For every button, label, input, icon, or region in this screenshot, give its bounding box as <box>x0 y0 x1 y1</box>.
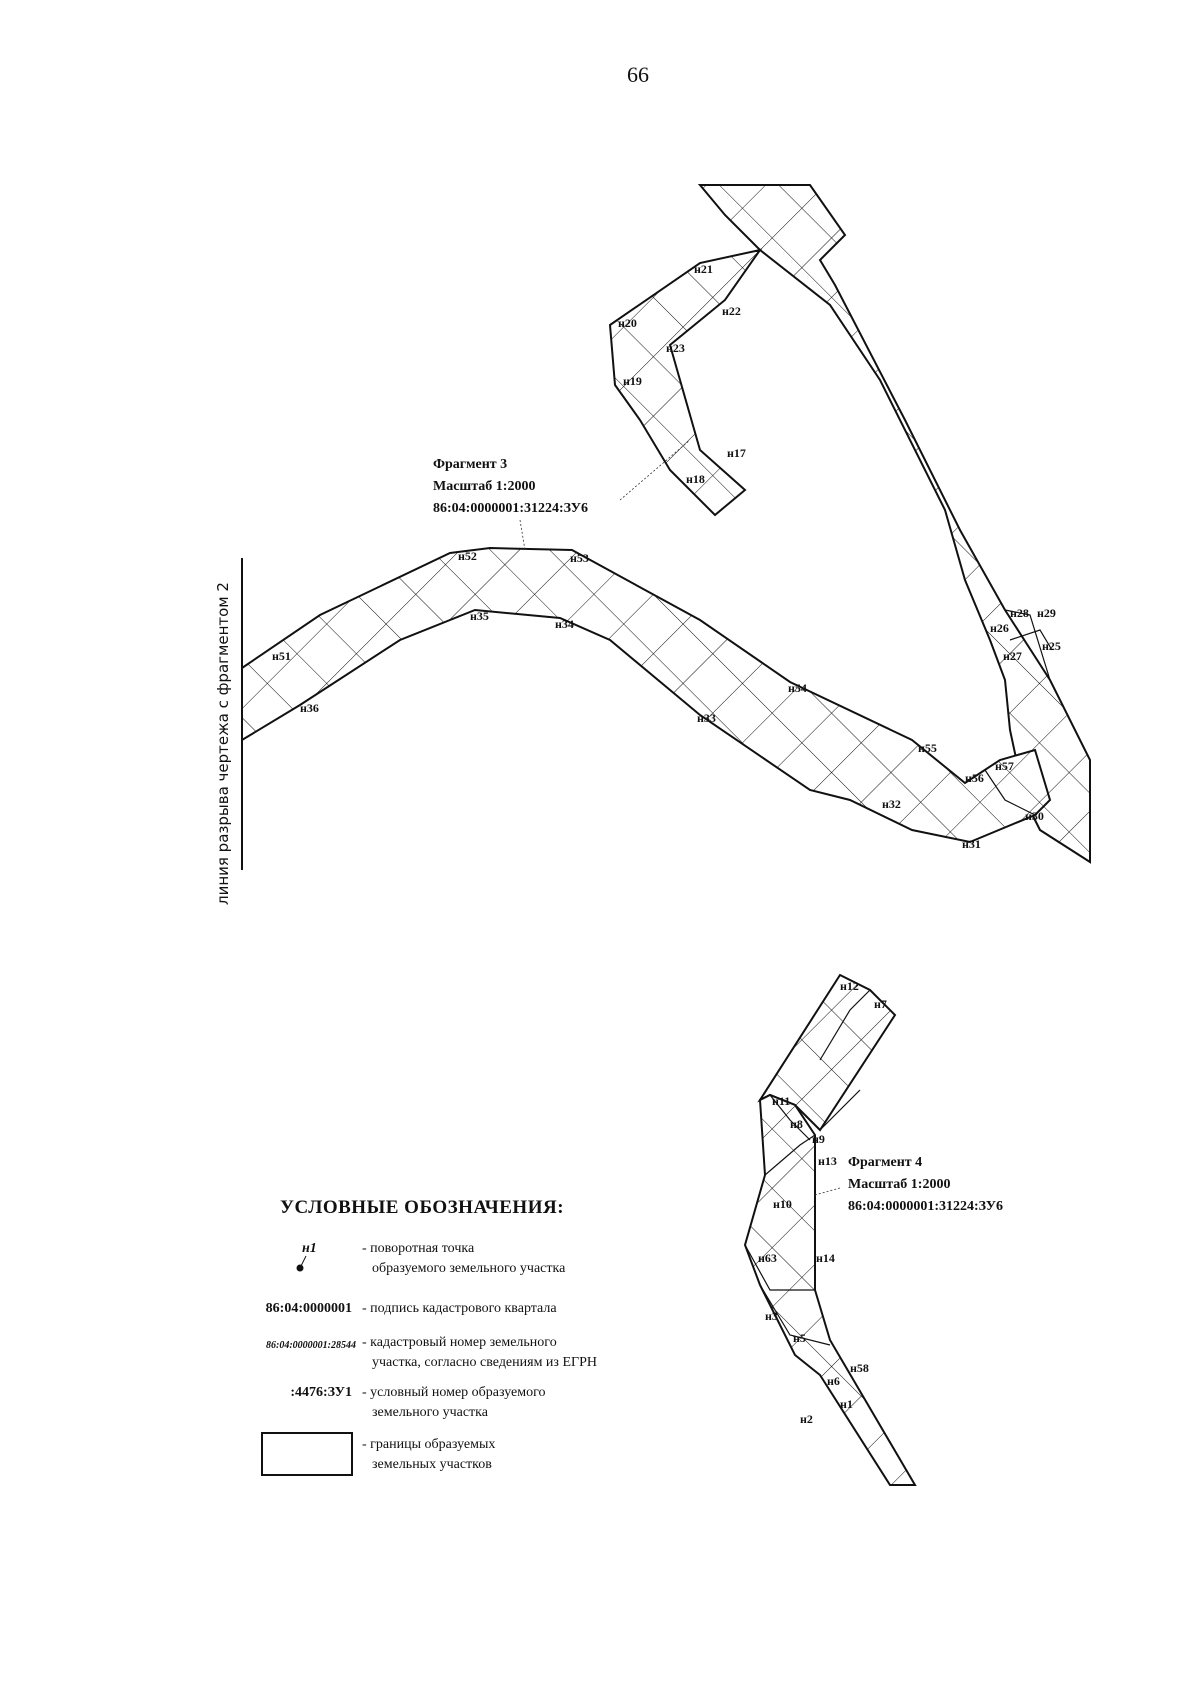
point-label: н63 <box>758 1251 777 1265</box>
fragment-3-cadastral-number: 86:04:0000001:31224:ЗУ6 <box>433 501 588 516</box>
point-label: н35 <box>470 609 489 623</box>
page-number: 66 <box>627 62 649 87</box>
break-line: линия разрыва чертежа с фрагментом 2 <box>214 558 243 905</box>
fragment-4-point-labels: н12 н7 н11 н8 н9 н13 н10 н63 н14 н3 н5 н… <box>758 979 887 1426</box>
point-label: н7 <box>874 997 887 1011</box>
point-label: н31 <box>962 837 981 851</box>
break-line-label: линия разрыва чертежа с фрагментом 2 <box>214 582 232 905</box>
legend-text: земельного участка <box>372 1405 489 1420</box>
point-label: н52 <box>458 549 477 563</box>
point-label: н12 <box>840 979 859 993</box>
point-label: н14 <box>816 1251 835 1265</box>
point-label: н56 <box>965 771 984 785</box>
legend: УСЛОВНЫЕ ОБОЗНАЧЕНИЯ: н1 - поворотная то… <box>261 1197 597 1476</box>
point-label: н29 <box>1037 606 1056 620</box>
legend-text: - границы образуемых <box>362 1437 495 1452</box>
parcel-strip-vertical <box>697 184 1091 864</box>
legend-key-conditional-number: :4476:ЗУ1 <box>290 1385 352 1400</box>
legend-key-quarter: 86:04:0000001 <box>266 1301 352 1316</box>
fragment-4-caption: Фрагмент 4 Масштаб 1:2000 86:04:0000001:… <box>814 1155 1003 1214</box>
point-label: н33 <box>697 711 716 725</box>
point-label: н53 <box>570 551 589 565</box>
fragment-4-scale: Масштаб 1:2000 <box>848 1177 950 1192</box>
point-label: н26 <box>990 621 1009 635</box>
point-label: н57 <box>995 759 1014 773</box>
point-label: н32 <box>882 797 901 811</box>
point-label: н23 <box>666 341 685 355</box>
parcel-strip-horizontal <box>241 546 1052 844</box>
point-label: н6 <box>827 1374 840 1388</box>
point-label: н36 <box>300 701 319 715</box>
legend-key-cadastral-number: 86:04:0000001:28544 <box>266 1340 356 1351</box>
point-label: н17 <box>727 446 746 460</box>
point-label: н58 <box>850 1361 869 1375</box>
point-label: н18 <box>686 472 705 486</box>
point-label: н8 <box>790 1117 803 1131</box>
point-label: н20 <box>618 316 637 330</box>
fragment-3-caption: Фрагмент 3 Масштаб 1:2000 86:04:0000001:… <box>433 439 691 551</box>
point-label: н22 <box>722 304 741 318</box>
point-label: н54 <box>788 681 807 695</box>
point-label: н30 <box>1025 809 1044 823</box>
fragment-3-point-labels: н21 н22 н20 н23 н19 н17 н18 н52 н53 н35 … <box>272 262 1061 851</box>
point-label: н11 <box>772 1094 790 1108</box>
legend-text: земельных участков <box>372 1457 492 1472</box>
fragment-4-cadastral-number: 86:04:0000001:31224:ЗУ6 <box>848 1199 1003 1214</box>
point-label: н27 <box>1003 649 1022 663</box>
legend-text: образуемого земельного участка <box>372 1261 566 1276</box>
fragment-3-title: Фрагмент 3 <box>433 457 507 472</box>
point-label: н13 <box>818 1154 837 1168</box>
point-label: н2 <box>800 1412 813 1426</box>
legend-key-point: н1 <box>302 1241 317 1256</box>
point-label: н3 <box>765 1309 778 1323</box>
boundary-swatch-icon <box>261 1432 353 1476</box>
point-label: н34 <box>555 617 574 631</box>
legend-text: - кадастровый номер земельного <box>362 1335 557 1350</box>
legend-text: - поворотная точка <box>362 1241 475 1256</box>
point-label: н9 <box>812 1132 825 1146</box>
legend-title: УСЛОВНЫЕ ОБОЗНАЧЕНИЯ: <box>280 1197 564 1218</box>
point-label: н21 <box>694 262 713 276</box>
fragment-3-scale: Масштаб 1:2000 <box>433 479 535 494</box>
point-label: н51 <box>272 649 291 663</box>
legend-text: - подпись кадастрового квартала <box>362 1301 557 1316</box>
parcel-fragment-4-bottom <box>743 1093 917 1486</box>
point-label: н55 <box>918 741 937 755</box>
parcel-hook <box>608 248 763 517</box>
point-label: н1 <box>840 1397 853 1411</box>
fragment-4-title: Фрагмент 4 <box>848 1155 922 1170</box>
legend-text: - условный номер образуемого <box>362 1385 546 1400</box>
point-label: н19 <box>623 374 642 388</box>
point-label: н28 <box>1010 606 1029 620</box>
fragment-3-map <box>241 184 1091 864</box>
fragment-4-map <box>743 973 917 1486</box>
point-label: н25 <box>1042 639 1061 653</box>
legend-text: участка, согласно сведениям из ЕГРН <box>372 1355 597 1370</box>
point-label: н10 <box>773 1197 792 1211</box>
point-label: н5 <box>793 1331 806 1345</box>
